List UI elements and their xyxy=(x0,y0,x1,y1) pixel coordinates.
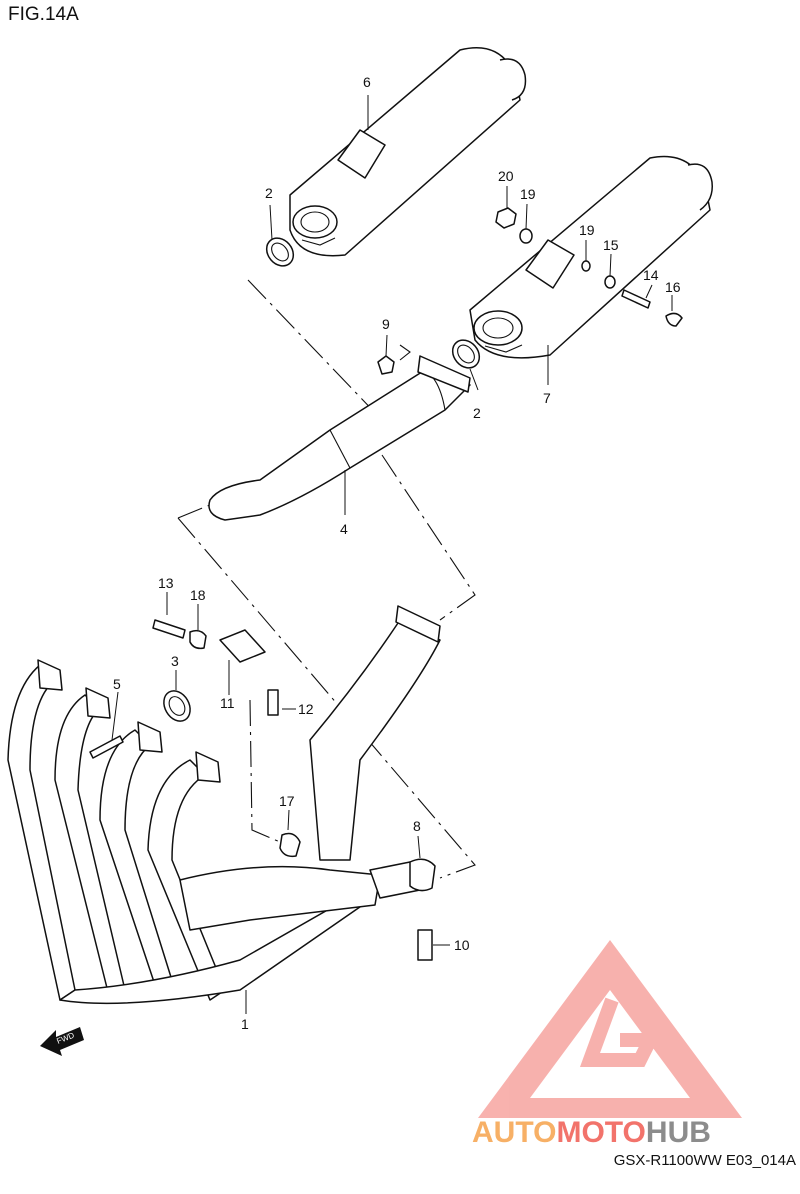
label-8: 8 xyxy=(413,818,421,834)
label-2-lower: 2 xyxy=(473,405,481,421)
exhaust-headers xyxy=(7,605,441,1005)
bracket-hardware xyxy=(89,619,436,961)
label-3: 3 xyxy=(171,653,179,669)
fwd-arrow: FWD xyxy=(40,1027,84,1056)
alignment-lines xyxy=(177,279,476,879)
label-17: 17 xyxy=(279,793,295,809)
figure-code: GSX-R1100WW E03_014A xyxy=(613,1152,796,1169)
label-11: 11 xyxy=(220,695,235,711)
label-13: 13 xyxy=(158,575,174,591)
label-4: 4 xyxy=(340,521,348,537)
watermark-logo xyxy=(478,940,742,1118)
label-6: 6 xyxy=(363,74,371,90)
muffler-upper xyxy=(289,47,527,257)
label-9: 9 xyxy=(382,316,390,332)
label-15: 15 xyxy=(603,237,619,253)
connector-pipe xyxy=(208,355,471,521)
label-18: 18 xyxy=(190,587,206,603)
label-12: 12 xyxy=(298,701,314,717)
watermark-word-moto: MOTO xyxy=(556,1116,645,1149)
muffler-lower xyxy=(469,155,713,359)
label-5: 5 xyxy=(113,676,121,692)
leader-lines xyxy=(111,95,673,1014)
hardware-small xyxy=(377,207,683,375)
label-7: 7 xyxy=(543,390,551,406)
watermark-wordmark: AUTOMOTOHUB xyxy=(472,1116,711,1149)
label-2-upper: 2 xyxy=(265,185,273,201)
label-10: 10 xyxy=(454,937,470,953)
label-16: 16 xyxy=(665,279,681,295)
label-1: 1 xyxy=(241,1016,249,1032)
figure-title: FIG.14A xyxy=(8,4,79,25)
watermark-word-auto: AUTO xyxy=(472,1116,556,1149)
label-20: 20 xyxy=(498,168,514,184)
label-14: 14 xyxy=(643,267,659,283)
watermark-word-hub: HUB xyxy=(646,1116,711,1149)
label-19-upper: 19 xyxy=(520,186,536,202)
label-19-lower: 19 xyxy=(579,222,595,238)
